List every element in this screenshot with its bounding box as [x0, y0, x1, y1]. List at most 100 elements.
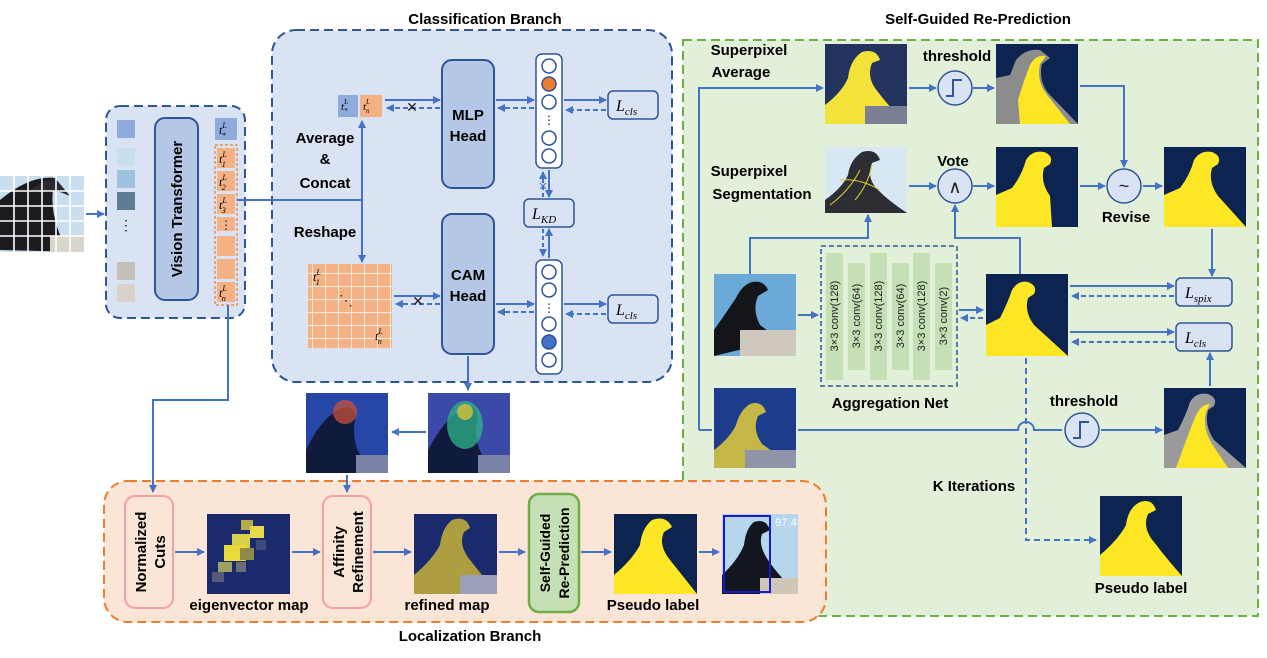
- superpixel-segmentation-image: [825, 147, 907, 213]
- revise-op: [1106, 168, 1142, 204]
- cam-output-neurons: ⋮: [535, 259, 563, 375]
- svg-text:⋮: ⋮: [543, 301, 555, 315]
- pseudo-label-label: Pseudo label: [607, 597, 700, 614]
- l-cls-box-mlp: [607, 90, 659, 120]
- cam-head-label-2: Head: [450, 288, 487, 305]
- l-cls-box-sg: [1175, 322, 1233, 352]
- cam-head: [441, 213, 495, 355]
- affinity-refinement-label-2: Refinement: [350, 511, 367, 593]
- self-guided-title: Self-Guided Re-Prediction: [885, 11, 1071, 28]
- average-label: Average: [296, 130, 355, 147]
- mlp-head-label-1: MLP: [452, 107, 484, 124]
- self-guided-box-label-2: Re-Prediction: [556, 507, 572, 598]
- superpixel-segmentation-label-2: Segmentation: [712, 186, 811, 203]
- svg-text:tLn: tLn: [363, 98, 370, 115]
- svg-text:⋮: ⋮: [119, 217, 133, 233]
- svg-text:3×3 conv(128): 3×3 conv(128): [916, 281, 928, 352]
- reshape-label: Reshape: [294, 224, 357, 241]
- svg-text:tL1: tL1: [313, 268, 321, 287]
- threshold-op-1: [937, 70, 973, 106]
- eigenvector-map-label: eigenvector map: [189, 597, 308, 614]
- threshold-op-2: [1064, 412, 1100, 448]
- svg-text:tLn: tLn: [375, 327, 383, 346]
- refined-map-label: refined map: [404, 597, 489, 614]
- svg-text:⋮: ⋮: [543, 113, 555, 127]
- affinity-refinement-box: [322, 495, 372, 609]
- mlp-head: [441, 59, 495, 189]
- svg-text:3×3 conv(64): 3×3 conv(64): [895, 284, 907, 349]
- svg-text:tL*: tL*: [341, 98, 348, 115]
- self-guided-box: [527, 492, 581, 614]
- aggregation-layers: 3×3 conv(128) 3×3 conv(64) 3×3 conv(128)…: [826, 253, 952, 380]
- self-guided-box-label-1: Self-Guided: [537, 514, 553, 593]
- final-box-image: [722, 514, 798, 594]
- revise-label: Revise: [1102, 209, 1150, 226]
- amp-label: &: [320, 151, 331, 168]
- superpixel-average-label-2: Average: [712, 64, 771, 81]
- detection-score: 97.4: [775, 517, 796, 529]
- stop-grad-mark-2: ✕: [412, 293, 424, 309]
- superpixel-segmentation-label-1: Superpixel: [711, 163, 788, 180]
- svg-text:Lcls: Lcls: [615, 302, 637, 322]
- eigenvector-map-image: [207, 514, 290, 594]
- svg-text:⋮: ⋮: [220, 218, 232, 232]
- mlp-head-label-2: Head: [450, 128, 487, 145]
- pseudo-label-image: [614, 514, 697, 594]
- classification-title: Classification Branch: [408, 11, 561, 28]
- svg-text:3×3 conv(128): 3×3 conv(128): [873, 281, 885, 352]
- normalized-cuts-label-1: Normalized: [133, 512, 150, 593]
- threshold-label-2: threshold: [1050, 393, 1118, 410]
- thresholded-average-image: [996, 44, 1078, 124]
- input-image: [0, 176, 84, 252]
- sg-pseudo-label-label: Pseudo label: [1095, 580, 1188, 597]
- localization-title: Localization Branch: [399, 628, 542, 645]
- vote-result-image: [996, 147, 1078, 227]
- svg-text:tL2: tL2: [219, 173, 227, 192]
- revised-mask-image: [1164, 147, 1246, 227]
- svg-text:3×3 conv(128): 3×3 conv(128): [829, 281, 841, 352]
- cam-head-label-1: CAM: [451, 267, 485, 284]
- svg-text:Lspix: Lspix: [1184, 285, 1212, 305]
- svg-text:tL3: tL3: [219, 196, 227, 215]
- k-iterations-label: K Iterations: [933, 478, 1016, 495]
- mlp-output-neurons: ⋮: [535, 53, 563, 169]
- svg-text:Lcls: Lcls: [1184, 330, 1206, 350]
- sg-cam-image: [714, 388, 796, 468]
- revise-symbol: ~: [1119, 176, 1130, 196]
- aggregation-net-box: [820, 245, 958, 387]
- svg-text:tL1: tL1: [219, 150, 227, 169]
- vote-symbol: ∧: [948, 177, 961, 197]
- l-spix-box: [1175, 277, 1233, 307]
- svg-text:⋱: ⋱: [339, 292, 353, 308]
- superpixel-average-label-1: Superpixel: [711, 42, 788, 59]
- cam-map-image: [306, 393, 388, 473]
- affinity-refinement-label-1: Affinity: [331, 526, 348, 578]
- superpixel-average-image: [825, 44, 907, 124]
- stop-grad-mark-3: ✕: [538, 181, 547, 193]
- refined-map-image: [414, 514, 497, 594]
- sg-pseudo-label-image: [1100, 496, 1182, 576]
- threshold-label: threshold: [923, 48, 991, 65]
- svg-text:3×3 conv(2): 3×3 conv(2): [938, 287, 950, 345]
- svg-text:tLn: tLn: [219, 284, 227, 303]
- patch-column: ⋮: [117, 120, 135, 302]
- svg-text:LKD: LKD: [531, 206, 556, 226]
- aggregation-output-image: [986, 274, 1068, 356]
- l-kd-box: [523, 198, 575, 228]
- sg-input-image: [714, 274, 796, 356]
- svg-text:Lcls: Lcls: [615, 98, 637, 118]
- vision-transformer-block: [154, 117, 199, 301]
- normalized-cuts-box: [124, 495, 174, 609]
- normalized-cuts-label-2: Cuts: [152, 535, 169, 568]
- svg-text:3×3 conv(64): 3×3 conv(64): [851, 284, 863, 349]
- concat-label: Concat: [300, 175, 351, 192]
- stop-grad-mark-1: ✕: [406, 99, 418, 115]
- thresholded-cam-image: [1164, 388, 1246, 468]
- refined-cam-image: [428, 393, 510, 473]
- aggregation-net-label: Aggregation Net: [832, 395, 949, 412]
- l-cls-box-cam: [607, 294, 659, 324]
- vision-transformer-label: Vision Transformer: [169, 141, 186, 278]
